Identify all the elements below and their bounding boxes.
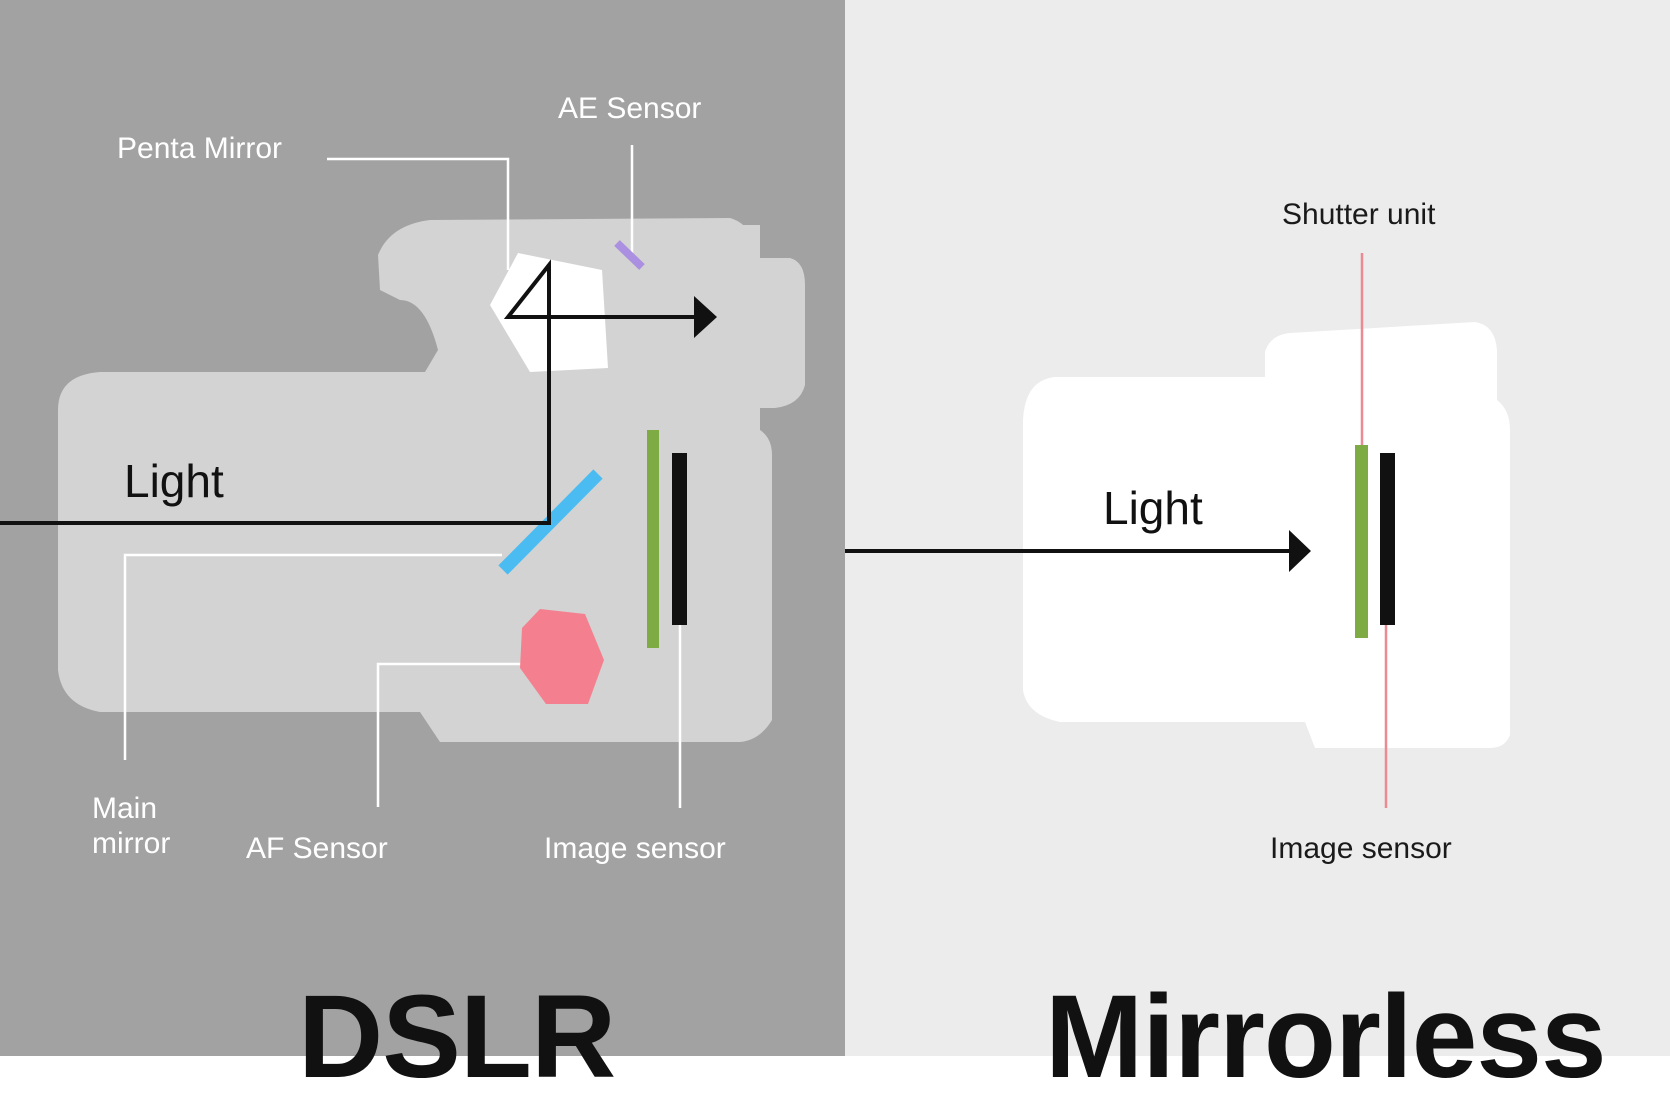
dslr-light-arrowhead <box>694 296 717 338</box>
mirrorless-light-label: Light <box>1103 482 1203 534</box>
mirrorless-title: Mirrorless <box>1045 971 1607 1103</box>
af-sensor-label: AF Sensor <box>246 832 388 865</box>
dslr-title: DSLR <box>298 971 616 1103</box>
mirrorless-panel: Shutter unit Light Image sensor Mirrorle… <box>845 0 1670 1096</box>
dslr-camera-body <box>58 218 805 742</box>
mirrorless-image-sensor-label: Image sensor <box>1270 832 1452 865</box>
mirrorless-shutter-unit <box>1355 445 1368 638</box>
mirrorless-camera-body <box>1023 322 1510 748</box>
dslr-diagram <box>0 0 845 1056</box>
dslr-panel: Penta Mirror AE Sensor Light Main mirror… <box>0 0 845 1096</box>
main-mirror-label: Main mirror <box>92 792 171 860</box>
dslr-image-sensor-label: Image sensor <box>544 832 726 865</box>
dslr-shutter-unit <box>647 430 659 648</box>
dslr-light-path <box>0 259 702 525</box>
penta-mirror-leader-line <box>327 157 510 270</box>
dslr-grip-top <box>700 225 760 262</box>
main-mirror-leader-line <box>123 553 502 760</box>
penta-mirror-label: Penta Mirror <box>117 132 283 165</box>
af-sensor-leader-line <box>376 662 530 807</box>
mirrorless-diagram <box>845 0 1670 1056</box>
af-sensor <box>520 609 604 704</box>
dslr-image-sensor <box>672 453 687 625</box>
dslr-light-label: Light <box>124 455 224 507</box>
ae-sensor <box>614 240 645 270</box>
mirrorless-image-sensor <box>1380 453 1395 625</box>
mirrorless-light-arrowhead <box>1289 530 1311 572</box>
ae-sensor-label: AE Sensor <box>558 92 702 125</box>
shutter-unit-label: Shutter unit <box>1282 198 1436 231</box>
